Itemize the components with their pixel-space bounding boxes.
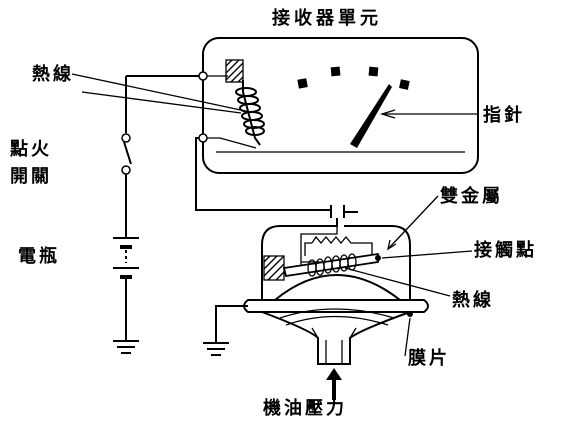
contact-point-dot <box>375 255 381 261</box>
receiver-housing <box>202 37 479 174</box>
receiver-hatch-mount <box>225 59 244 83</box>
sender-hatch-mount <box>263 255 285 281</box>
receiver-unit-label: 接收器單元 <box>272 7 382 29</box>
ignition-circuit <box>113 75 199 354</box>
leader-lines <box>71 73 478 357</box>
oil-pressure-arrow <box>326 368 342 400</box>
needle-label: 指針 <box>483 104 525 126</box>
battery-ground-symbol <box>113 340 139 354</box>
hot-wire-label-top: 熱線 <box>32 63 74 85</box>
receiver-unit <box>198 37 479 174</box>
sender-flange <box>243 299 429 313</box>
gauge-scale-marks <box>297 66 410 90</box>
sender-unit <box>203 218 429 365</box>
ignition-switch-line-1: 點火 <box>9 139 52 160</box>
contact-point-label: 接觸點 <box>474 239 537 261</box>
sender-ground-symbol <box>203 342 229 356</box>
receiver-bimetal-strip <box>242 80 261 146</box>
receiver-terminal-top <box>198 71 208 81</box>
hot-wire-label-bottom: 熱線 <box>452 289 494 311</box>
battery-label: 電瓶 <box>18 246 60 267</box>
diaphragm-label: 膜片 <box>407 347 450 369</box>
gauge-needle <box>350 84 392 148</box>
sender-base <box>261 311 411 365</box>
ignition-switch-line-2: 開關 <box>10 166 52 187</box>
ignition-switch-label: 點火 開關 <box>9 139 61 187</box>
bimetal-label: 雙金屬 <box>440 185 503 207</box>
battery-symbol <box>113 237 139 279</box>
oil-pressure-label: 機油壓力 <box>263 397 347 419</box>
diaphragm-shape <box>274 274 401 301</box>
ignition-switch-symbol <box>121 133 132 175</box>
sender-heating-coil <box>307 253 357 277</box>
sender-terminal <box>330 205 358 218</box>
receiver-heating-coil <box>235 87 265 136</box>
sender-bimetal-arm <box>282 252 379 278</box>
receiver-terminal-bottom <box>198 133 208 143</box>
sender-lead-wire <box>195 137 330 211</box>
